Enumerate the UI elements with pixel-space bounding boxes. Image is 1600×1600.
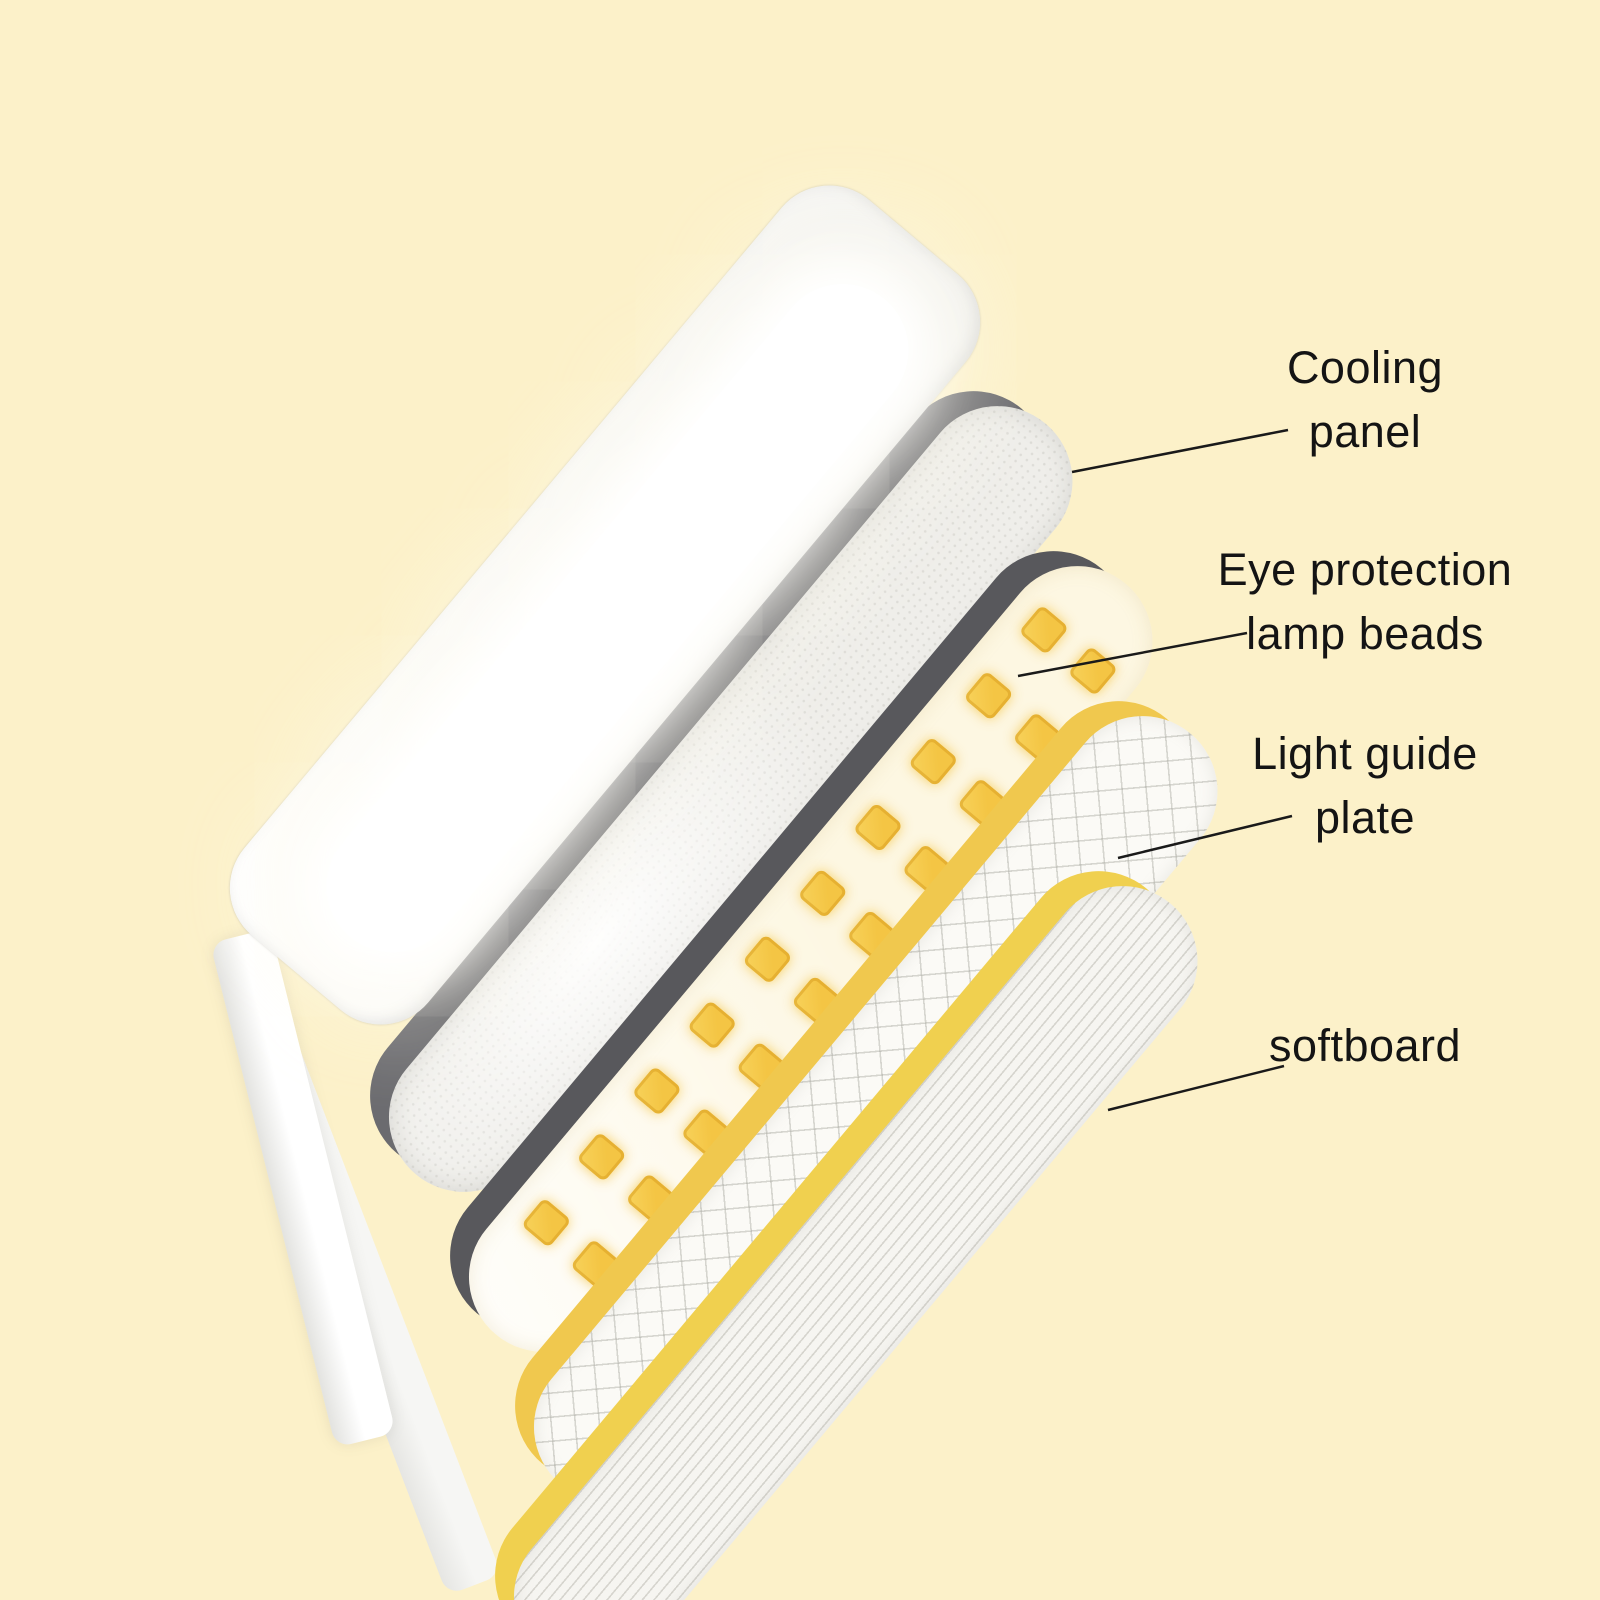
label-text: plate	[1314, 792, 1416, 843]
led-bead	[907, 736, 959, 787]
label-text: lamp beads	[1246, 608, 1484, 659]
label-text: Cooling	[1286, 342, 1444, 393]
label-text: softboard	[1268, 1020, 1462, 1071]
label-text: Eye protection	[1217, 544, 1513, 595]
led-bead	[963, 670, 1014, 722]
led-bead	[742, 933, 793, 985]
label-text: Light guide	[1252, 728, 1478, 779]
label-eye-protection-lamp-beads: Eye protection lamp beads	[1195, 538, 1535, 666]
led-bead	[797, 867, 849, 919]
led-bead	[1018, 604, 1070, 656]
label-cooling-panel: Cooling panel	[1230, 336, 1500, 464]
label-softboard: softboard	[1230, 1014, 1500, 1078]
label-text: panel	[1308, 406, 1422, 457]
led-bead	[686, 999, 738, 1051]
label-light-guide-plate: Light guide plate	[1230, 722, 1500, 850]
led-bead	[852, 802, 904, 853]
led-bead	[576, 1131, 627, 1183]
led-bead	[631, 1065, 683, 1117]
led-bead	[520, 1197, 572, 1249]
